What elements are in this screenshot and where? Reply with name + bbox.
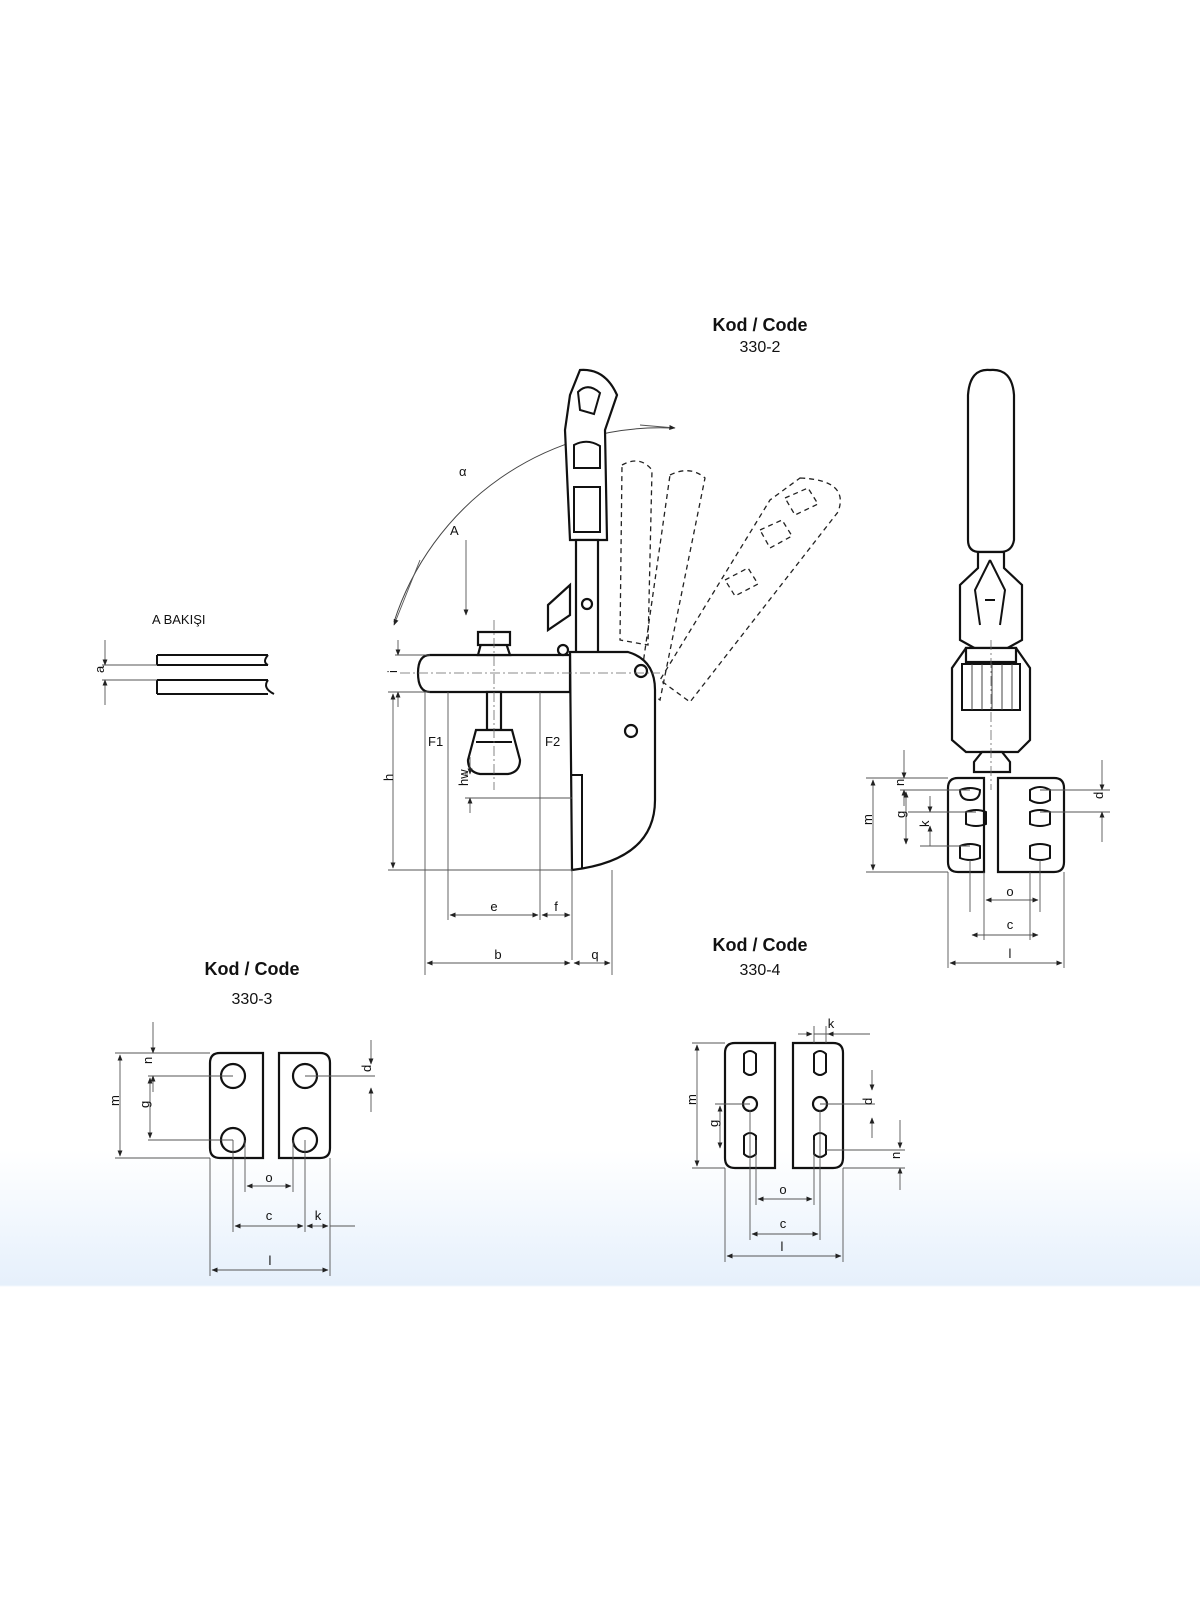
front-dim-g-label: g: [893, 811, 908, 818]
plate4-dim-g-label: g: [706, 1120, 721, 1127]
plate3-dim-c-label: c: [266, 1208, 273, 1223]
view-arrow-a-label: A: [450, 523, 459, 538]
plate3-dim-m-label: m: [107, 1095, 122, 1106]
side-view-clamp: α A: [381, 368, 841, 975]
plate3-dim-d-label: d: [359, 1065, 374, 1072]
left-title-heading: Kod / Code: [205, 959, 300, 979]
front-dim-c-label: c: [1007, 917, 1014, 932]
plate4-dim-d-label: d: [860, 1098, 875, 1105]
right-title-heading: Kod / Code: [713, 935, 808, 955]
dim-hw-label: hw: [456, 769, 471, 786]
front-dim-l-label: l: [1009, 946, 1012, 961]
plate4-dim-n-label: n: [888, 1152, 903, 1159]
plate3-dim-n-label: n: [140, 1057, 155, 1064]
left-title-code: 330-3: [232, 991, 273, 1008]
view-a-label: A BAKIŞI: [152, 612, 205, 627]
main-title-heading: Kod / Code: [713, 315, 808, 335]
dim-q-label: q: [591, 947, 598, 962]
dim-f-label: f: [554, 899, 558, 914]
plate4-dim-m-label: m: [684, 1094, 699, 1105]
front-dim-o-label: o: [1006, 884, 1013, 899]
plate4-dim-o-label: o: [779, 1182, 786, 1197]
plate3-dim-g-label: g: [137, 1101, 152, 1108]
alpha-label: α: [459, 464, 467, 479]
dim-e-label: e: [490, 899, 497, 914]
base-plate-330-4: m g k d n o c l: [684, 1016, 905, 1262]
front-dim-m-label: m: [860, 814, 875, 825]
plate4-dim-l-label: l: [781, 1239, 784, 1254]
main-title-code: 330-2: [740, 339, 781, 356]
plate3-dim-o-label: o: [265, 1170, 272, 1185]
right-title-code: 330-4: [740, 962, 781, 979]
dim-b-label: b: [494, 947, 501, 962]
front-dim-k-label: k: [917, 820, 932, 827]
front-dim-n-label: n: [892, 779, 907, 786]
view-a-detail: A BAKIŞI a: [92, 612, 275, 705]
dim-h-label: h: [381, 774, 396, 781]
plate4-dim-c-label: c: [780, 1216, 787, 1231]
force-f2-label: F2: [545, 734, 560, 749]
plate3-dim-k-label: k: [315, 1208, 322, 1223]
dim-i-label: i: [385, 670, 400, 673]
front-dim-d-label: d: [1091, 792, 1106, 799]
dim-a-label: a: [92, 665, 107, 673]
plate4-dim-k-label: k: [828, 1016, 835, 1031]
force-f1-label: F1: [428, 734, 443, 749]
base-plate-330-3: m n g d o c k l: [107, 1022, 375, 1276]
plate3-dim-l-label: l: [269, 1253, 272, 1268]
front-view-clamp: m n g k d o c l: [860, 368, 1110, 968]
